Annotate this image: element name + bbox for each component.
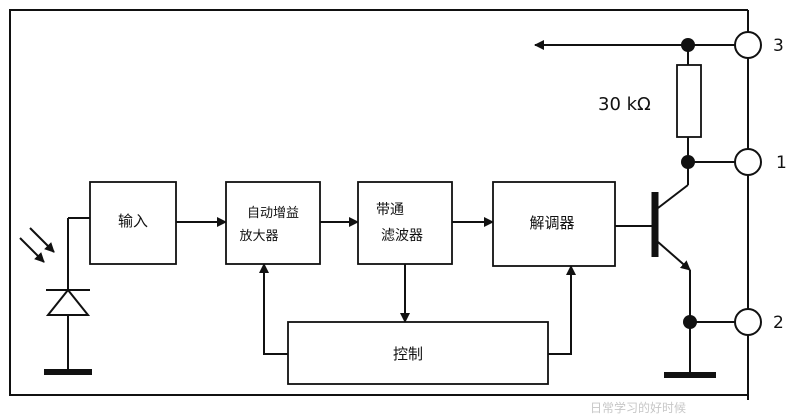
bandpass-filter-block <box>357 181 453 265</box>
pin-1-label: 1 <box>776 153 787 173</box>
light-rays-icon <box>19 227 55 263</box>
resistor-value: 30 kΩ <box>598 94 651 115</box>
module-outline <box>9 9 748 396</box>
agc-amplifier-block <box>225 181 321 265</box>
pin-1-terminal <box>734 148 762 176</box>
pin-3-terminal <box>734 31 762 59</box>
agc-label-line2: 放大器 <box>239 229 278 244</box>
watermark: 日常学习的好时候 <box>590 400 686 415</box>
demodulator-block <box>492 181 616 267</box>
input-block <box>89 181 177 265</box>
control-label: 控制 <box>393 345 423 363</box>
resistor <box>676 64 702 138</box>
pin-3-label: 3 <box>773 36 784 56</box>
photodiode <box>44 217 92 375</box>
output-transistor <box>651 162 691 322</box>
bpf-label-line2: 滤波器 <box>381 228 423 244</box>
agc-label-line1: 自动增益 <box>247 206 299 221</box>
pin-2-label: 2 <box>773 313 784 333</box>
bpf-label-line1: 带通 <box>376 202 404 218</box>
junction-dot <box>681 38 695 52</box>
pin-2-terminal <box>734 308 762 336</box>
arrow-control-to-agc <box>259 263 288 355</box>
arrow-control-to-demod <box>548 265 576 355</box>
demod-label: 解调器 <box>529 214 574 232</box>
input-label: 输入 <box>118 212 148 230</box>
junction-dot <box>683 315 697 329</box>
